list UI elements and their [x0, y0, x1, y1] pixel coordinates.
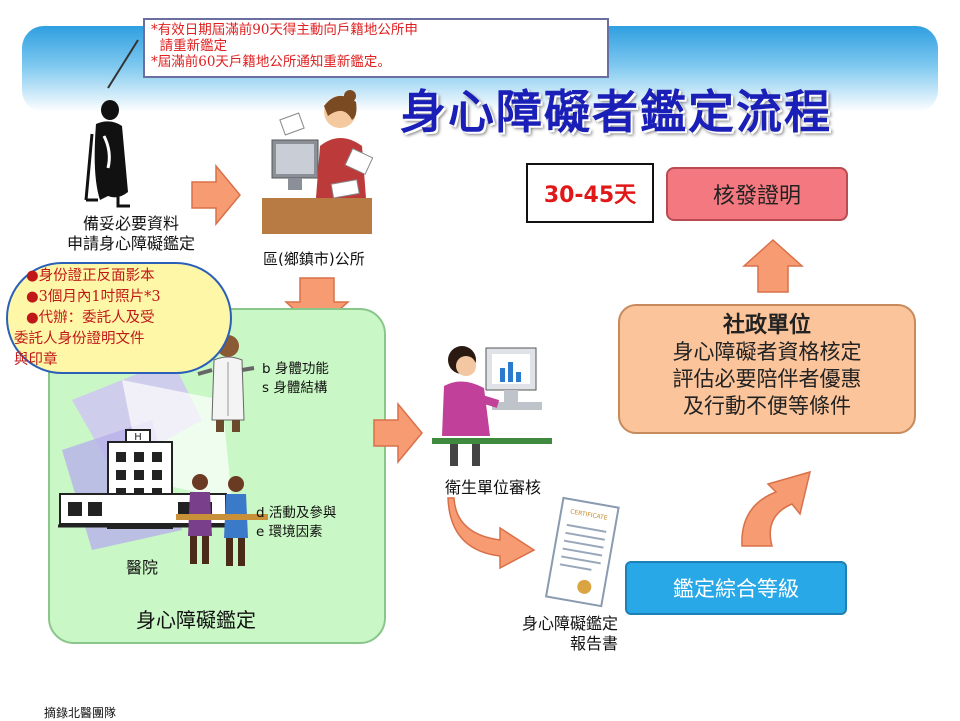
note-line-3: *屆滿前60天戶籍地公所通知重新鑑定。: [151, 54, 391, 70]
social-line-2: 評估必要陪伴者優惠: [672, 367, 862, 391]
document-item-2: ●3個月內1吋照片*3: [26, 289, 161, 305]
renewal-note: *有效日期屆滿前90天得主動向戶籍地公所申 請重新鑑定 *屆滿前60天戶籍地公所…: [143, 18, 609, 78]
social-affairs-box: 社政單位 身心障礙者資格核定 評估必要陪伴者優惠 及行動不便等條件: [618, 304, 916, 434]
arrow-right-2: [373, 402, 423, 464]
social-heading: 社政單位: [722, 313, 811, 338]
required-documents-list: ●身份證正反面影本 ●3個月內1吋照片*3 ●代辦：委託人及受 委託人身份證明文…: [6, 262, 232, 374]
factor-d-label: d 活動及參與: [256, 505, 337, 521]
factor-e-label: e 環境因素: [256, 524, 323, 540]
document-item-3: ●代辦：委託人及受: [26, 310, 155, 326]
office-clerk-illustration-icon: [262, 90, 374, 234]
social-line-3: 及行動不便等條件: [683, 394, 851, 418]
note-line-2: 請重新鑑定: [151, 38, 228, 54]
stretcher-team-icon: [176, 474, 268, 566]
report-document-icon: CERTIFICATE: [544, 496, 620, 608]
curved-arrow-down-right: [447, 497, 536, 570]
hospital-building-icon: H: [58, 429, 228, 529]
applicant-line-1: 備妥必要資料: [82, 214, 179, 233]
document-item-1: ●身份證正反面影本: [26, 268, 155, 284]
report-line-1: 身心障礙鑑定: [521, 614, 618, 633]
overall-grade-box: 鑑定綜合等級: [625, 561, 847, 615]
health-review-label: 衛生單位審核: [445, 478, 542, 497]
curved-arrow-up-right: [741, 470, 812, 547]
office-label: 區(鄉鎮市)公所: [263, 250, 365, 268]
social-line-1: 身心障礙者資格核定: [672, 340, 862, 364]
applicant-caption: 備妥必要資料 申請身心障礙鑑定: [66, 214, 196, 254]
note-line-1: *有效日期屆滿前90天得主動向戶籍地公所申: [151, 22, 418, 38]
applicant-crutch-figure-icon: [84, 100, 130, 208]
applicant-line-2: 申請身心障礙鑑定: [66, 234, 195, 253]
source-footer: 摘錄北醫團隊: [44, 706, 117, 720]
doctor-illustration-icon: [197, 335, 255, 432]
factor-b-label: b 身體功能: [262, 361, 329, 377]
factor-s-label: s 身體結構: [262, 380, 328, 396]
document-item-5: 與印章: [14, 352, 58, 368]
assessment-box-title: 身心障礙鑑定: [136, 608, 256, 632]
page-title: 身心障礙者鑑定流程: [400, 85, 832, 139]
document-item-4: 委託人身份證明文件: [14, 331, 145, 347]
svg-text:H: H: [134, 432, 142, 443]
note-pointer-line: [107, 39, 139, 89]
arrow-right-1: [191, 164, 241, 226]
arrow-up-1: [742, 238, 804, 293]
issue-certificate-box: 核發證明: [666, 167, 848, 221]
report-line-2: 報告書: [569, 634, 618, 653]
report-caption: 身心障礙鑑定 報告書: [490, 614, 618, 654]
health-unit-reviewer-icon: [432, 346, 552, 466]
hospital-label: 醫院: [126, 558, 159, 577]
processing-days-box: 30-45天: [526, 163, 654, 223]
